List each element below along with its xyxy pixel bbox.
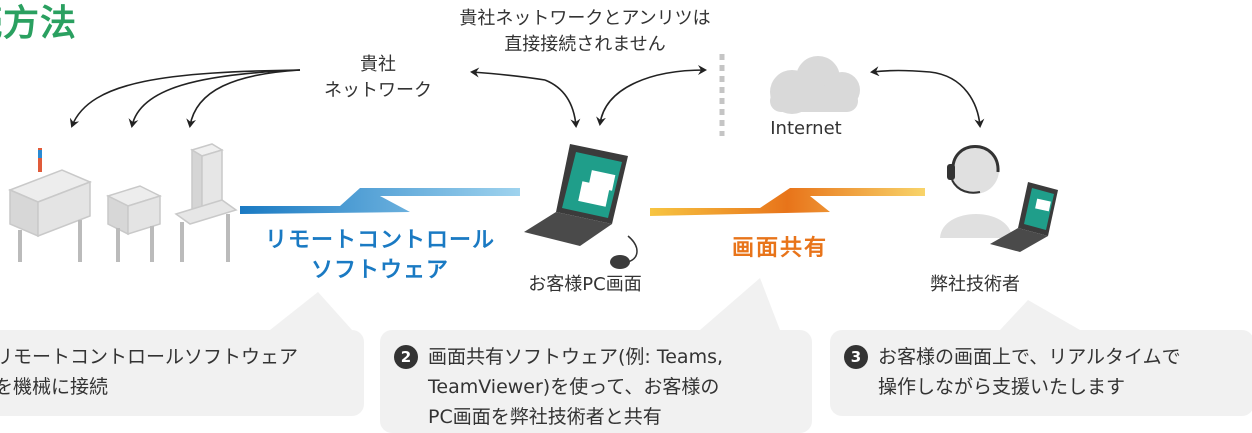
step-1-bubble: リモートコントロールソフトウェア を機械に接続 <box>0 330 364 416</box>
step-1-text: リモートコントロールソフトウェア を機械に接続 <box>0 342 298 402</box>
inspection-machines-icon <box>8 143 238 262</box>
company-network-line1: 貴社 <box>360 54 396 75</box>
internet-label: Internet <box>770 118 842 139</box>
page-title: 続方法 <box>0 3 78 44</box>
remote-software-line2: ソフトウェア <box>310 258 449 283</box>
mouse-icon <box>610 235 638 269</box>
customer-pc-label: お客様PC画面 <box>528 274 642 295</box>
top-note-line1: 貴社ネットワークとアンリツは <box>459 8 711 29</box>
bubble-tail-3 <box>1000 300 1080 330</box>
step-2-bubble: 2 画面共有ソフトウェア(例: Teams, TeamViewer)を使って、お… <box>380 330 812 433</box>
operator-headset-icon <box>940 145 1012 238</box>
step-2-line3: PC画面を弊社技術者と共有 <box>428 406 662 428</box>
step-2-text: 画面共有ソフトウェア(例: Teams, TeamViewer)を使って、お客様… <box>428 342 723 432</box>
company-network-line2: ネットワーク <box>324 80 432 101</box>
screen-share-label: 画面共有 <box>732 236 829 261</box>
top-note: 貴社ネットワークとアンリツは 直接接続されません <box>450 6 720 58</box>
step-2-line2: TeamViewer)を使って、お客様の <box>428 376 720 398</box>
engineer-label: 弊社技術者 <box>930 274 1020 295</box>
network-arrows <box>69 65 985 128</box>
step-3-number: 3 <box>844 345 868 369</box>
step-3-text: お客様の画面上で、リアルタイムで 操作しながら支援いたします <box>878 342 1181 402</box>
remote-software-line1: リモートコントロール <box>264 228 495 253</box>
cloud-icon <box>770 56 860 114</box>
company-network-label: 貴社 ネットワーク <box>318 52 438 104</box>
top-note-line2: 直接接続されません <box>504 34 666 55</box>
bubble-tail-2 <box>700 278 780 330</box>
step-2-number: 2 <box>394 345 418 369</box>
step-2-line1: 画面共有ソフトウェア(例: Teams, <box>428 346 724 368</box>
remote-software-label: リモートコントロール ソフトウェア <box>250 226 510 286</box>
screen-share-band <box>650 188 925 216</box>
remote-link-band <box>240 188 520 214</box>
bubble-tail-1 <box>270 292 352 330</box>
step-3-bubble: 3 お客様の画面上で、リアルタイムで 操作しながら支援いたします <box>830 330 1252 416</box>
step-1-line2: を機械に接続 <box>0 376 109 398</box>
step-3-line1: お客様の画面上で、リアルタイムで <box>878 346 1181 368</box>
step-1-line1: リモートコントロールソフトウェア <box>0 346 299 368</box>
laptop-icon <box>524 144 628 246</box>
engineer-laptop-icon <box>990 182 1058 252</box>
step-3-line2: 操作しながら支援いたします <box>878 376 1126 398</box>
